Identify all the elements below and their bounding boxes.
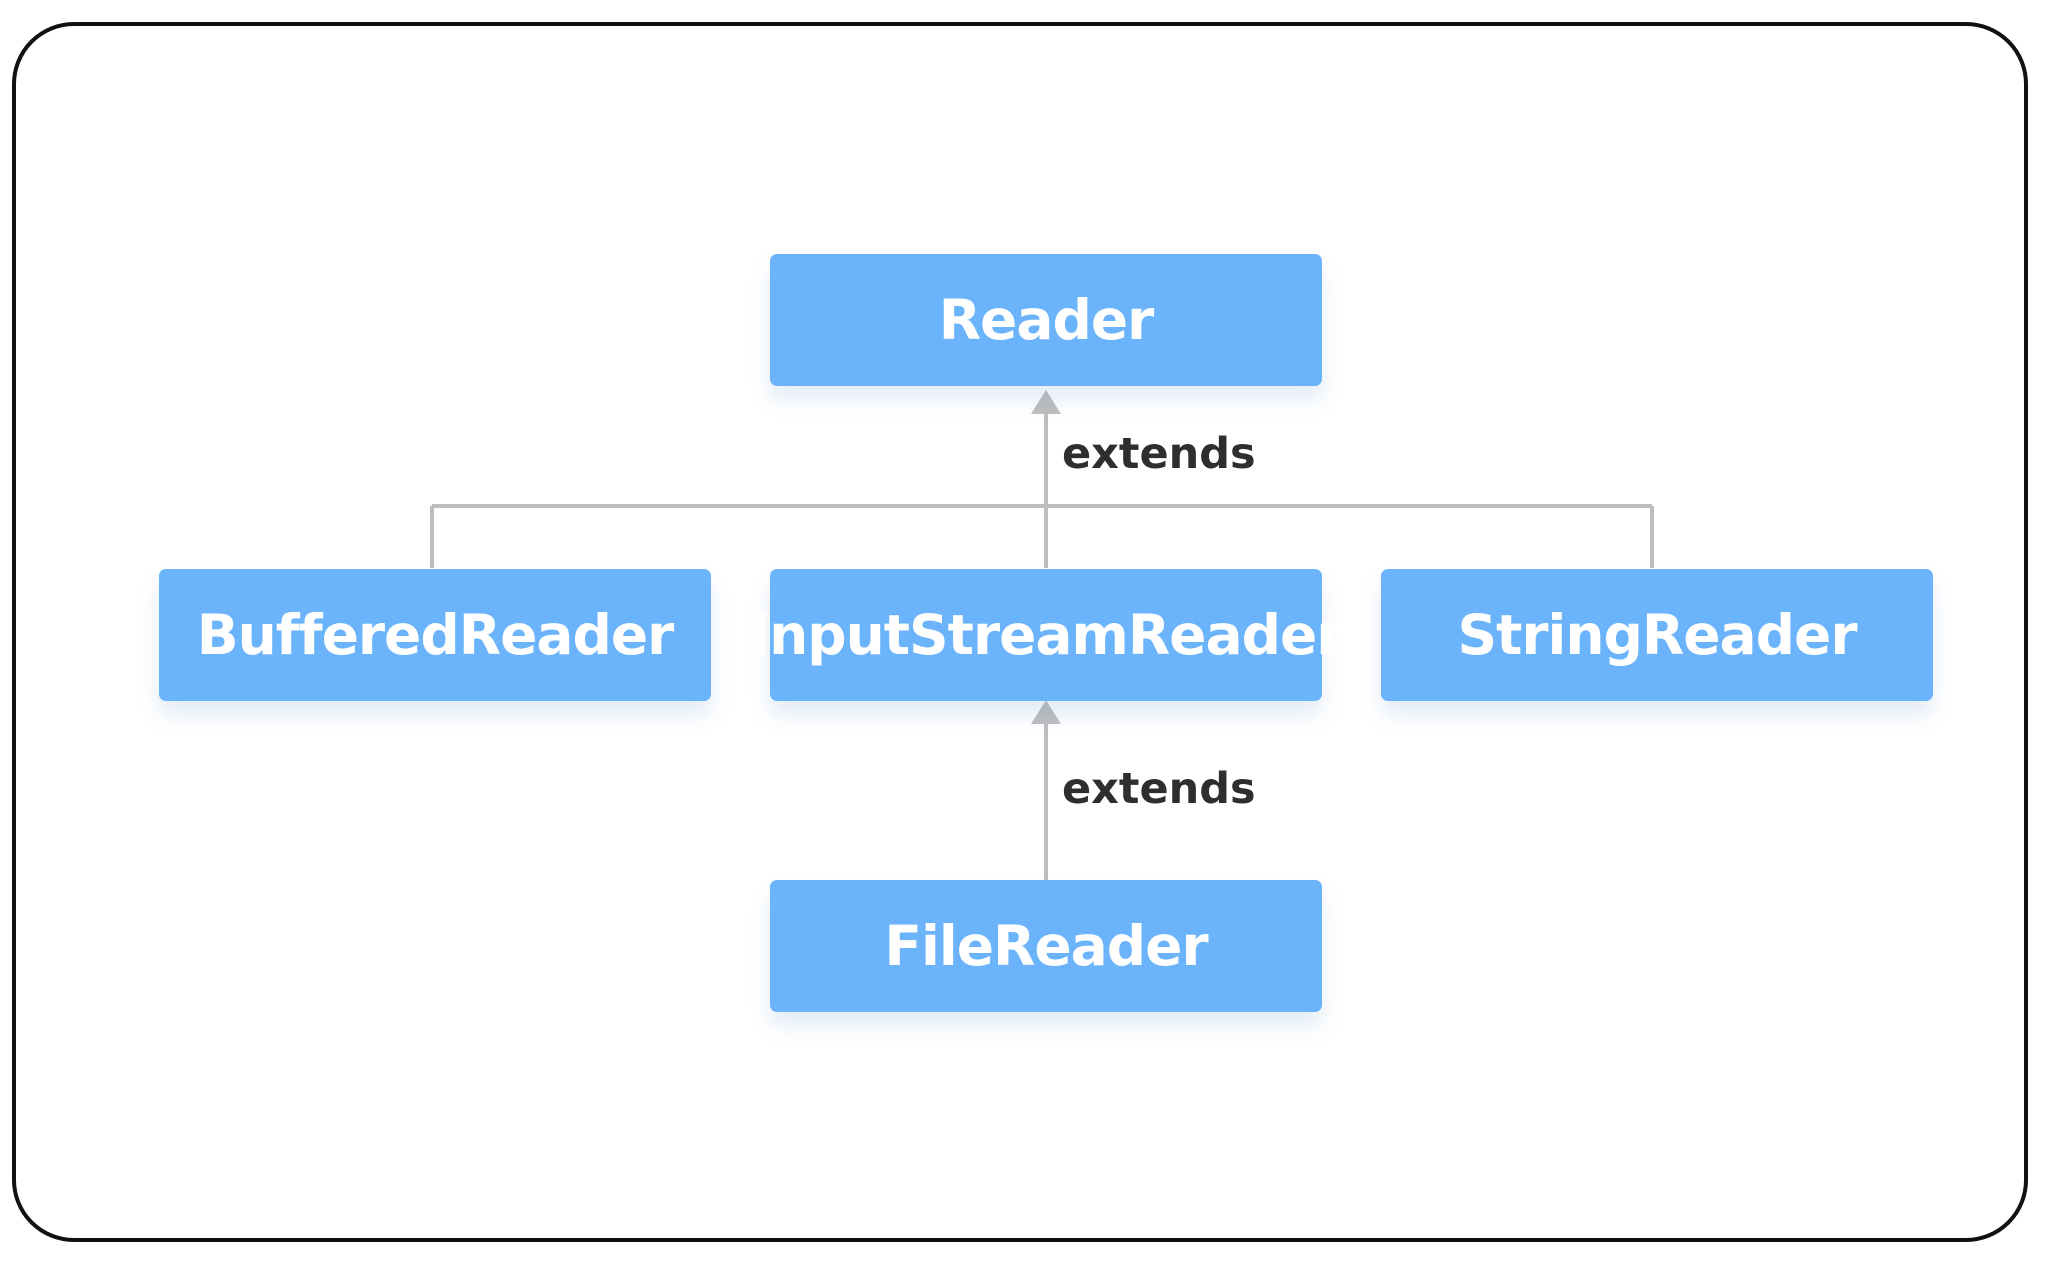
edge-label-extends-input-stream-reader: extends (1062, 764, 1256, 814)
node-string-reader: StringReader (1381, 569, 1933, 701)
edge-label-extends-reader: extends (1062, 429, 1256, 479)
node-input-stream-reader: InputStreamReader (750, 569, 1343, 701)
node-file-reader: FileReader (770, 880, 1322, 1012)
node-reader: Reader (770, 254, 1322, 386)
arrowhead-reader (1031, 390, 1061, 414)
node-buffered-reader: BufferedReader (159, 569, 711, 701)
arrowhead-input-stream-reader (1031, 700, 1061, 724)
